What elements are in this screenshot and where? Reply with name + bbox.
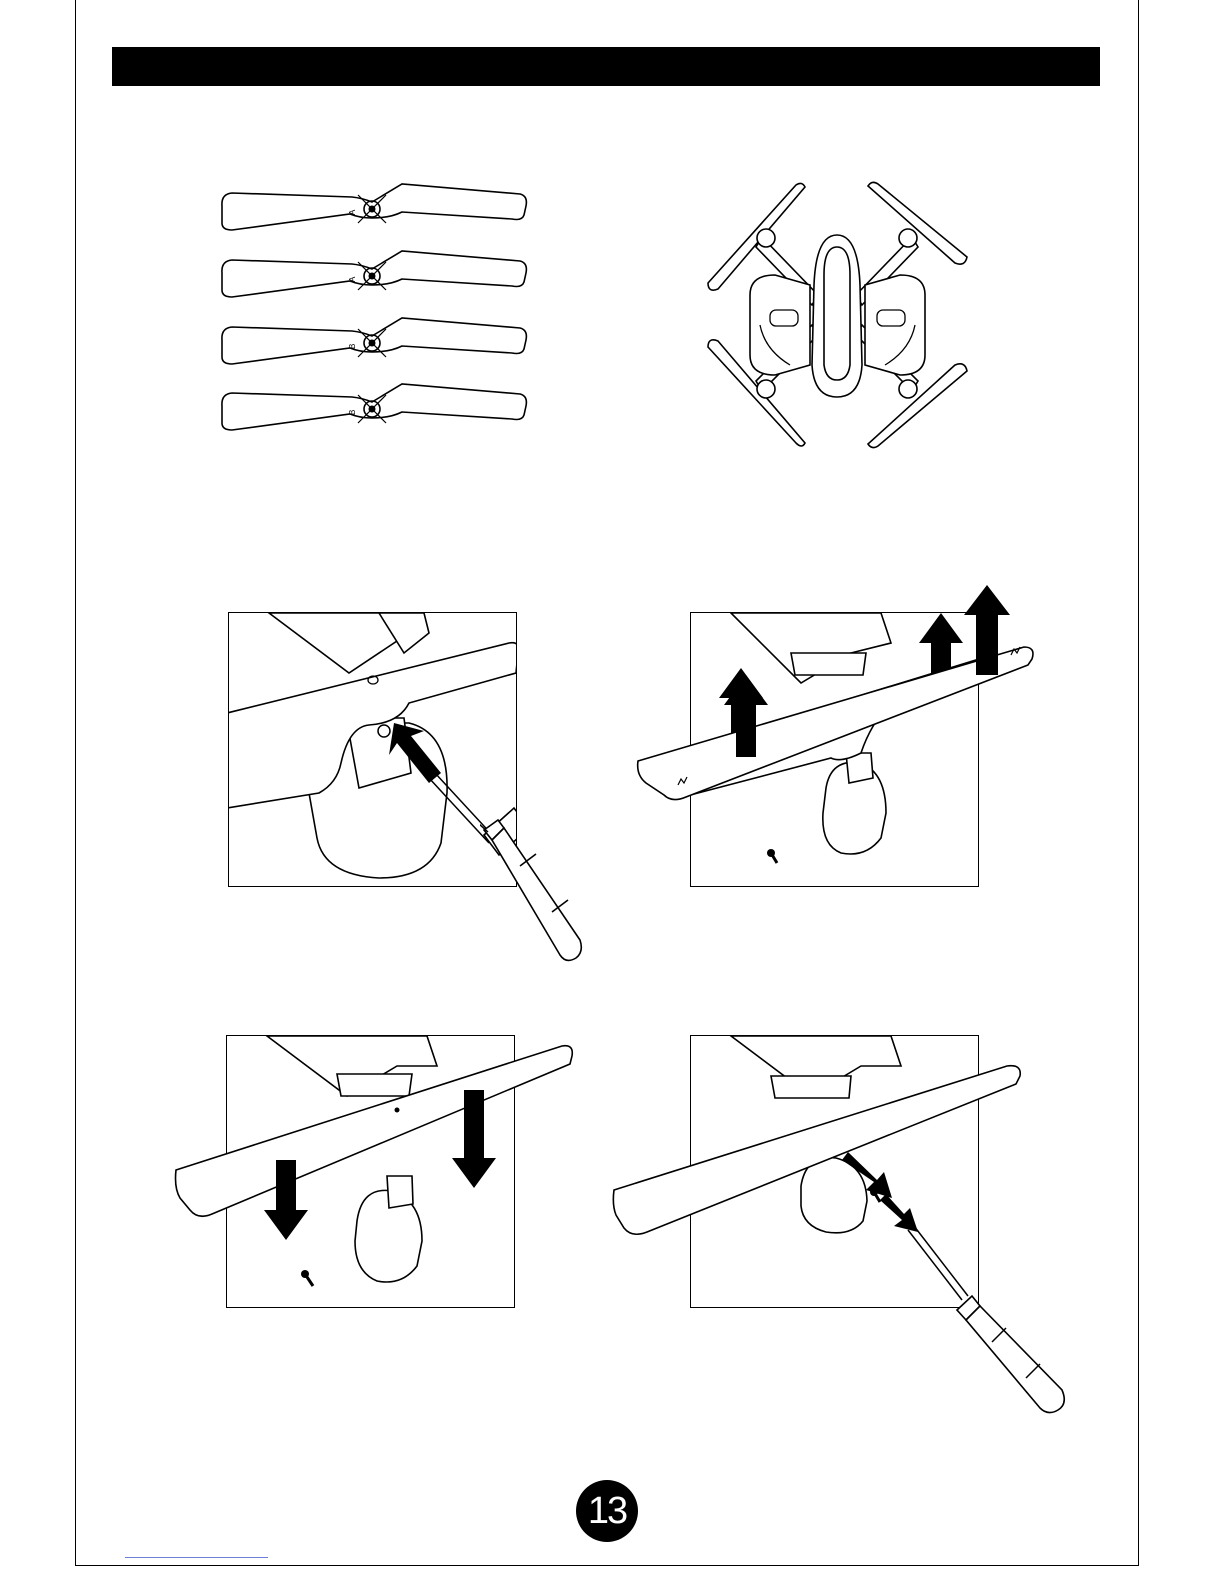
propeller-label: B [348, 344, 357, 349]
footer-divider [125, 1557, 268, 1558]
propeller-set-figure: A A B B [212, 178, 537, 440]
propeller-label: A [348, 276, 357, 282]
page-number-badge: 13 [576, 1480, 638, 1542]
propeller-icon [222, 318, 526, 364]
arrow-icon [880, 1194, 918, 1232]
propeller-icon [172, 1040, 577, 1245]
screw-icon [767, 849, 777, 863]
screwdriver-icon [908, 1226, 1064, 1413]
propeller-icon [222, 384, 526, 430]
screw-icon [301, 1270, 313, 1286]
propeller-set-svg: A A B B [212, 178, 537, 440]
propeller-icon [222, 251, 526, 297]
propeller-icon [222, 184, 526, 230]
propeller-label: B [348, 410, 357, 415]
arrow-icon [842, 1152, 892, 1198]
step-1-remove-screw-panel [228, 612, 517, 887]
drone-icon [700, 175, 975, 455]
step-1-svg [229, 613, 517, 887]
drone-top-view-figure [700, 175, 975, 455]
propeller-icon [636, 585, 1036, 810]
propeller-icon [612, 1060, 1082, 1425]
screwdriver-icon [480, 800, 590, 965]
propeller-label: A [348, 209, 357, 215]
section-header-bar [112, 47, 1100, 86]
